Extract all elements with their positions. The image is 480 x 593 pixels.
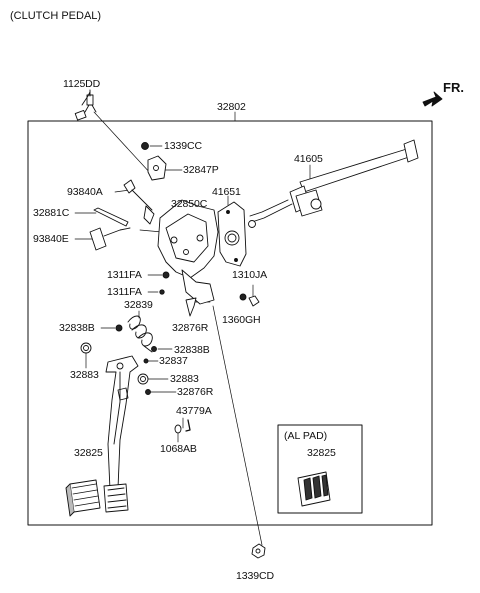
diagram-title: (CLUTCH PEDAL) [10,10,102,22]
part-label-32876r-lower: 32876R [177,386,214,398]
part-label-93840e: 93840E [33,233,69,245]
bracket-32850c [157,199,219,279]
part-label-32825-left: 32825 [74,447,103,459]
pedal-pad [103,483,129,513]
part-label-1311fa-lower: 1311FA [107,286,142,298]
part-label-32825-inset: 32825 [307,447,336,459]
part-label-32881c: 32881C [33,207,70,219]
part-label-1339cd: 1339CD [236,570,274,582]
al-pad-inset-box [277,424,363,514]
bracket-32847p [147,155,167,181]
assembly-frame [27,120,433,526]
part-label-32883-left: 32883 [70,369,99,381]
pedal-arm [105,355,139,491]
pin-32876r-lower [145,389,151,395]
part-label-43779a: 43779A [176,405,212,417]
part-label-1360gh: 1360GH [222,314,261,326]
bolt-1311fa-lower [159,289,165,295]
bolt-1311fa-upper [162,271,170,279]
bolt-1125dd [74,91,97,121]
part-label-1339cc: 1339CC [164,140,202,152]
part-label-1068ab: 1068AB [160,443,197,455]
part-label-32847p: 32847P [183,164,219,176]
fr-arrow-icon [422,91,443,107]
part-label-41605: 41605 [294,153,323,165]
part-label-32839: 32839 [124,299,153,311]
pad-32825-inset [297,471,331,507]
part-label-41651: 41651 [212,186,241,198]
part-label-93840a: 93840A [67,186,103,198]
part-label-32838b-right: 32838B [174,344,210,356]
pin-32876r-upper [185,297,197,317]
part-label-32883-right: 32883 [170,373,199,385]
spring-32839 [127,315,153,353]
bushing-32883-left [80,342,92,354]
bushing-32838b-left [115,324,123,332]
nut-1339cd [251,543,266,559]
clip-32837 [143,358,149,364]
al-pad-inset-title: (AL PAD) [284,430,328,442]
part-label-1125dd: 1125DD [63,78,101,90]
part-label-32802: 32802 [217,101,246,113]
part-label-32850c: 32850C [171,198,208,210]
rod-32881c [93,207,129,227]
bushing-32838b-right [151,346,157,352]
part-label-1310ja: 1310JA [232,269,268,281]
nut-1339cc [141,142,149,150]
washer-1068ab [174,424,182,434]
part-label-1311fa-upper: 1311FA [107,269,142,281]
pin-43779a [185,419,191,432]
part-label-32837: 32837 [159,355,188,367]
front-direction-label: FR. [443,80,464,95]
pad-32825-left [65,479,101,517]
part-label-32876r-upper: 32876R [172,322,209,334]
part-label-32838b-left: 32838B [59,322,95,334]
nut-1310ja [239,293,247,301]
bushing-32883-right [137,373,149,385]
connector-93840e [89,227,107,251]
nut-1360gh [248,295,260,307]
master-cylinder-41605 [248,139,419,228]
